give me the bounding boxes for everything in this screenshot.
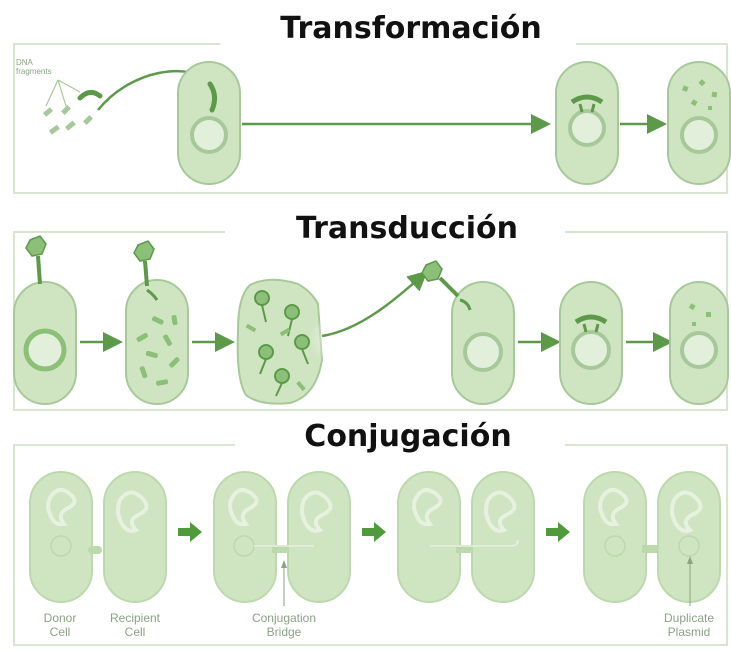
bridge-pointer-head	[281, 560, 287, 568]
duplicate-plasmid-label: Duplicate Plasmid	[650, 611, 728, 639]
transduction-cell-3	[422, 261, 514, 404]
title-conjugation: Conjugación	[268, 420, 548, 454]
conjugation-bridge-label-line1: Conjugation	[238, 611, 330, 625]
donor-cell-label-line2: Cell	[30, 625, 90, 639]
conjugation-pair-2	[214, 472, 350, 602]
title-transduction: Transducción	[262, 212, 552, 246]
dna-fragments-label-line1: DNA	[16, 58, 52, 67]
duplicate-plasmid-label-line2: Plasmid	[650, 625, 728, 639]
dna-fragments	[44, 80, 100, 134]
transformation-cell-2	[556, 62, 618, 184]
conj-arrow-3	[546, 522, 570, 542]
transduction-cell-2	[126, 241, 188, 404]
recipient-cell-label-line1: Recipient	[100, 611, 170, 625]
transformation-frame	[14, 44, 727, 193]
transduction-lysing-cell	[238, 280, 392, 404]
title-transformation: Transformación	[246, 12, 576, 46]
conjugation-pair-1	[30, 472, 166, 602]
transduction-cell-1	[14, 236, 76, 404]
dna-fragments-label: DNA fragments	[16, 58, 52, 76]
transformation-cell-1	[178, 62, 240, 184]
conjugation-bridge-label-line2: Bridge	[238, 625, 330, 639]
recipient-cell-label-line2: Cell	[100, 625, 170, 639]
transduction-cell-4	[560, 282, 622, 404]
duplicate-plasmid-label-line1: Duplicate	[650, 611, 728, 625]
conj-arrow-2	[362, 522, 386, 542]
donor-cell-label-line1: Donor	[30, 611, 90, 625]
transduction-cell-5	[670, 282, 728, 404]
conj-arrow-1	[178, 522, 202, 542]
donor-cell-label: Donor Cell	[30, 611, 90, 639]
conjugation-bridge-label: Conjugation Bridge	[238, 611, 330, 639]
dna-fragments-label-line2: fragments	[16, 67, 52, 76]
transformation-cell-3	[668, 62, 730, 184]
conjugation-pair-4	[584, 472, 720, 602]
conjugation-pair-3	[398, 472, 534, 602]
recipient-cell-label: Recipient Cell	[100, 611, 170, 639]
